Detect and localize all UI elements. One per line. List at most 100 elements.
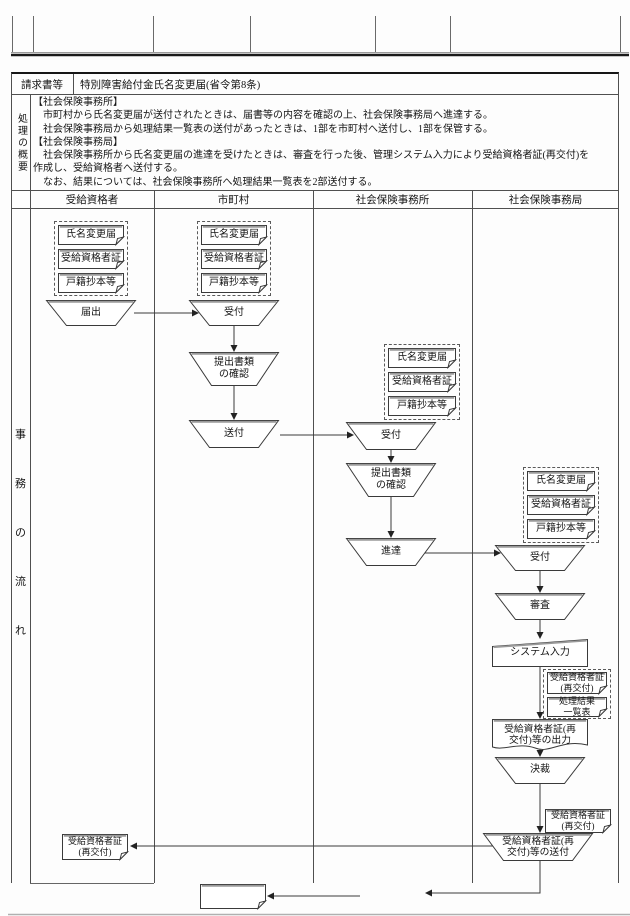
process-label: 受給資格者証(再 交付)等の送付 [502, 835, 574, 858]
docwave-outline [492, 719, 588, 750]
row-divider [12, 208, 618, 209]
document-group-office [384, 344, 460, 420]
document-label: 戸籍抄本等 [536, 522, 586, 534]
trap-outline [494, 757, 586, 784]
document-family-register: 戸籍抄本等 [58, 273, 126, 295]
document-label: 処理結果 一覧表 [558, 696, 595, 717]
process-accept-bureau: 受付 [494, 545, 586, 571]
manual-outline [492, 638, 588, 667]
document-label: 受給資格者証 [392, 375, 452, 387]
doc-outline [58, 273, 126, 295]
trap-outline [345, 422, 437, 450]
document-label: 受給資格者証 [531, 498, 591, 510]
process-review: 審査 [494, 593, 586, 620]
process-label: 決裁 [530, 764, 550, 776]
process-submit: 届出 [45, 300, 137, 326]
process-label: 提出書類 の確認 [371, 468, 411, 491]
request-row-value: 特別障害給付金氏名変更届(省令第8条) [80, 79, 261, 91]
doc-outline [388, 396, 458, 418]
document-group-bureau [523, 467, 599, 543]
document-label: 氏名変更届 [66, 228, 116, 240]
process-label: 進達 [381, 545, 401, 557]
document-name-change-notification: 氏名変更届 [58, 225, 126, 247]
doc-outline [527, 519, 597, 541]
process-label: 受付 [530, 551, 550, 563]
side-char: 事 [15, 429, 26, 441]
summary-text: 【社会保険事務所】 市町村から氏名変更届が送付されたときは、届書等の内容を確認の… [33, 97, 590, 188]
trap-outline [188, 420, 280, 448]
doc-outline [58, 249, 126, 271]
lane-header-insurance-bureau: 社会保険事務局 [508, 195, 583, 206]
trap-outline [494, 593, 586, 620]
lane-header-beneficiary: 受給資格者 [65, 195, 119, 206]
document-family-register: 戸籍抄本等 [201, 273, 269, 295]
document-output-certificate: 受給資格者証(再 交付)等の出力 [492, 719, 588, 752]
process-accept-municipality: 受付 [188, 300, 280, 326]
process-label: 送付 [224, 427, 244, 439]
request-label-divider [73, 74, 74, 94]
lane-divider-2 [313, 190, 314, 883]
document-label: 氏名変更届 [536, 474, 586, 486]
doc-outline [388, 372, 458, 394]
document-name-change-notification: 氏名変更届 [201, 225, 269, 247]
row-divider [12, 190, 618, 191]
document-reissued-certificate-received: 受給資格者証 (再交付) [62, 834, 130, 862]
doc-outline [62, 834, 130, 862]
trap-outline [494, 545, 586, 571]
process-label: 受付 [224, 306, 244, 318]
document-label: 受給資格者証 (再交付) [549, 672, 604, 693]
doc-outline [527, 471, 597, 493]
document-name-change-notification: 氏名変更届 [527, 471, 597, 493]
document-beneficiary-certificate: 受給資格者証 [527, 495, 597, 517]
document-label: 受給資格者証 [204, 252, 264, 264]
doc-outline [527, 495, 597, 517]
document-result-list: 処理結果 一覧表 [547, 696, 609, 719]
document-reissued-certificate-final: 受給資格者証 (再交付) [545, 809, 613, 835]
doc-outline [388, 348, 458, 370]
document-label [200, 884, 266, 909]
side-char: 務 [15, 478, 26, 490]
process-forward-office: 進達 [345, 538, 437, 566]
trap-outline [345, 538, 437, 566]
trap-outline [345, 463, 437, 497]
doc-outline [201, 249, 269, 271]
process-send-certificate: 受給資格者証(再 交付)等の送付 [482, 833, 594, 861]
trap-outline [482, 833, 594, 861]
process-approval: 決裁 [494, 757, 586, 784]
side-column-divider [30, 94, 31, 883]
document-label: 受給資格者証 (再交付) [67, 836, 122, 857]
doc-outline [545, 809, 613, 835]
document-reissued-certificate: 受給資格者証 (再交付) [547, 672, 609, 696]
document-empty-continuation [200, 884, 268, 911]
lane-header-insurance-office: 社会保険事務所 [355, 195, 430, 206]
document-label: 氏名変更届 [209, 228, 259, 240]
document-group-beneficiary [54, 221, 128, 296]
document-family-register: 戸籍抄本等 [527, 519, 597, 541]
summary-side-label: 処理の概要 [15, 112, 27, 173]
process-label: システム入力 [510, 646, 570, 658]
process-label: 受付 [381, 429, 401, 441]
doc-outline [201, 225, 269, 247]
doc-outline [547, 672, 609, 696]
document-label: 戸籍抄本等 [397, 399, 447, 411]
document-label: 受給資格者証 [61, 252, 121, 264]
lane-header-municipality: 市町村 [217, 195, 250, 206]
document-label: 受給資格者証 (再交付) [550, 810, 605, 831]
process-system-input: システム入力 [492, 638, 588, 667]
side-char: 流 [15, 576, 26, 588]
row-divider [12, 94, 618, 95]
process-check-documents-municipality: 提出書類 の確認 [188, 352, 280, 386]
process-accept-office: 受付 [345, 422, 437, 450]
process-label: 審査 [530, 600, 550, 612]
doc-outline [201, 273, 269, 295]
side-char: の [15, 527, 26, 539]
doc-outline [200, 884, 268, 911]
process-label: 届出 [81, 306, 101, 318]
document-label: 戸籍抄本等 [66, 276, 116, 288]
side-char: れ [15, 625, 26, 637]
document-label: 氏名変更届 [397, 351, 447, 363]
trap-outline [188, 300, 280, 326]
document-label: 受給資格者証(再 交付)等の出力 [504, 724, 576, 746]
request-row-label: 請求書等 [21, 79, 63, 91]
